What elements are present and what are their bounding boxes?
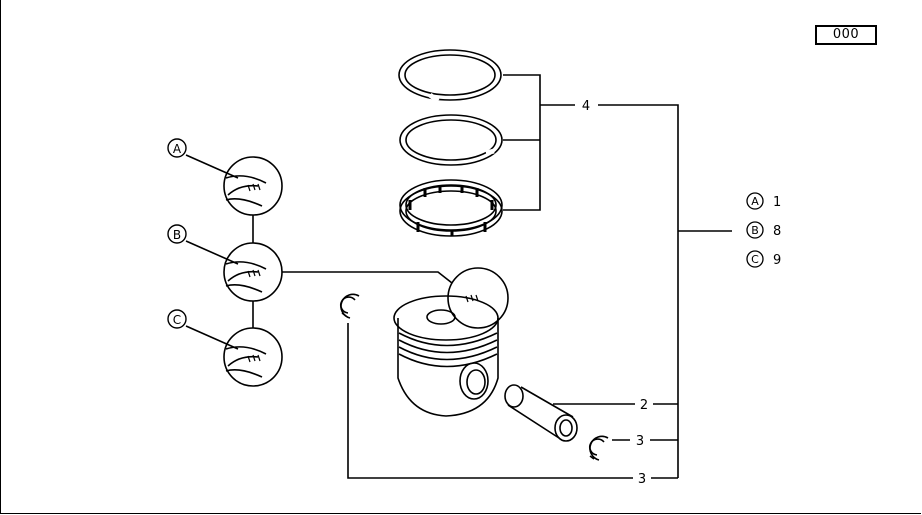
- detail-label-c: C: [167, 309, 187, 329]
- piston-ring-top[interactable]: [398, 49, 502, 103]
- svg-text:1: 1: [773, 195, 781, 210]
- svg-text:C: C: [751, 253, 759, 266]
- piston-ring-oil[interactable]: [399, 179, 503, 237]
- legend-row-b: B 8: [746, 221, 781, 239]
- callout-rings: 4: [582, 99, 590, 114]
- legend: A 1 B 8 C 9: [746, 192, 781, 268]
- piston-groove-detail-circle: [447, 267, 509, 329]
- legend-row-c: C 9: [746, 250, 781, 268]
- svg-text:B: B: [751, 224, 759, 237]
- piston-ring-middle[interactable]: [399, 114, 503, 166]
- callout-circlip-right: 3: [636, 434, 644, 449]
- svg-text:A: A: [751, 195, 759, 208]
- page-number-box: 000: [815, 25, 877, 45]
- piston[interactable]: [393, 295, 499, 417]
- detail-circle-c: [223, 327, 283, 387]
- detail-circle-b: [223, 242, 283, 302]
- callout-circlip-left: 3: [638, 472, 646, 487]
- svg-text:8: 8: [773, 224, 781, 239]
- circlip-left[interactable]: [340, 293, 360, 319]
- piston-pin[interactable]: [504, 384, 578, 442]
- svg-text:A: A: [173, 142, 182, 156]
- svg-text:9: 9: [773, 253, 781, 268]
- callout-pin: 2: [640, 398, 648, 413]
- detail-label-b: B: [167, 224, 187, 244]
- svg-text:C: C: [173, 313, 181, 327]
- detail-circle-a: [223, 156, 283, 216]
- legend-row-a: A 1: [746, 192, 781, 210]
- circlip-right[interactable]: [589, 435, 609, 461]
- svg-text:B: B: [173, 228, 181, 242]
- detail-label-a: A: [167, 138, 187, 158]
